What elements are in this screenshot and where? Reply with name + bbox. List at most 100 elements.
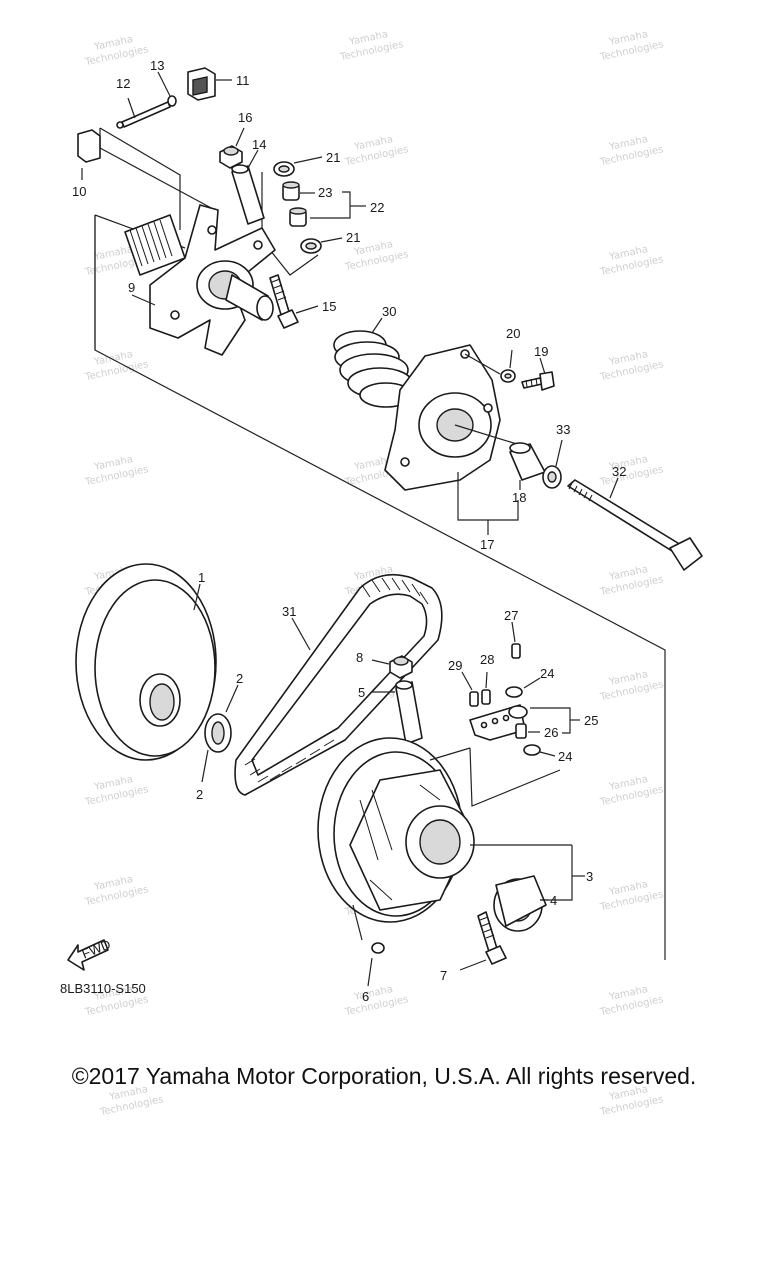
- part-2-bushing: [201, 684, 239, 783]
- label-part-24: 24: [540, 666, 554, 681]
- label-part-9: 9: [128, 280, 135, 295]
- part-30-spring: [333, 317, 413, 408]
- part-10-block: [77, 129, 101, 180]
- part-25-bracket: [469, 704, 528, 741]
- part-18-bushing: [509, 442, 546, 490]
- label-part-21: 21: [346, 230, 360, 245]
- part-12-pin: [116, 97, 171, 129]
- diagram-code: 8LB3110-S150: [60, 981, 146, 996]
- label-part-20: 20: [506, 326, 520, 341]
- label-part-27: 27: [504, 608, 518, 623]
- label-part-21: 21: [326, 150, 340, 165]
- part-33-washer: [542, 439, 563, 489]
- part-21-washer-upper: [273, 156, 323, 177]
- fwd-label: FWD: [80, 936, 113, 961]
- part-labels: 1 2 2 3 4 5 6 7 8 9 10 11 12 13 14 15 16…: [72, 58, 626, 1004]
- label-part-19: 19: [534, 344, 548, 359]
- label-part-32: 32: [612, 464, 626, 479]
- part-16-nut: [219, 127, 245, 169]
- part-15-bolt: [269, 274, 319, 329]
- part-17-housing: [384, 344, 521, 491]
- part-27-pin: [511, 621, 521, 659]
- part-26-bushing: [515, 723, 540, 739]
- part-6-pin: [352, 904, 385, 987]
- label-part-4: 4: [550, 893, 557, 908]
- part-9-spider-hub: [124, 204, 276, 356]
- part-7-bolt: [459, 911, 507, 971]
- outline-bracket-right: [469, 747, 561, 807]
- label-part-23: 23: [318, 185, 332, 200]
- part-4-bushing: [493, 875, 548, 932]
- label-part-6: 6: [362, 989, 369, 1004]
- label-part-16: 16: [238, 110, 252, 125]
- label-part-8: 8: [356, 650, 363, 665]
- label-part-5: 5: [358, 685, 365, 700]
- label-part-12: 12: [116, 76, 130, 91]
- copyright-notice: ©2017 Yamaha Motor Corporation, U.S.A. A…: [71, 1063, 697, 1089]
- part-20-washer: [500, 349, 516, 383]
- part-23-bushing: [282, 181, 315, 201]
- bracket-3: [540, 845, 573, 901]
- part-5-sleeve: [372, 680, 423, 745]
- label-part-3: 3: [586, 869, 593, 884]
- label-part-22: 22: [370, 200, 384, 215]
- label-part-24: 24: [558, 749, 572, 764]
- label-part-15: 15: [322, 299, 336, 314]
- label-part-18: 18: [512, 490, 526, 505]
- bracket-22: [310, 191, 351, 219]
- label-part-10: 10: [72, 184, 86, 199]
- label-part-30: 30: [382, 304, 396, 319]
- label-part-7: 7: [440, 968, 447, 983]
- part-32-long-bolt: [567, 477, 703, 571]
- part-28-pin: [481, 671, 491, 705]
- label-part-25: 25: [584, 713, 598, 728]
- label-part-2: 2: [196, 787, 203, 802]
- label-part-17: 17: [480, 537, 494, 552]
- part-24-washer-upper: [505, 677, 541, 698]
- label-part-33: 33: [556, 422, 570, 437]
- part-11-block: [187, 67, 232, 101]
- part-14-sleeve: [231, 149, 265, 225]
- label-part-13: 13: [150, 58, 164, 73]
- part-13-ring: [167, 95, 177, 107]
- label-part-14: 14: [252, 137, 266, 152]
- label-part-26: 26: [544, 725, 558, 740]
- label-part-29: 29: [448, 658, 462, 673]
- part-22-bushing: [289, 207, 307, 227]
- part-3-movable-sheave: [317, 737, 572, 923]
- part-19-bolt: [521, 357, 555, 391]
- label-part-2: 2: [236, 671, 243, 686]
- label-part-28: 28: [480, 652, 494, 667]
- label-part-31: 31: [282, 604, 296, 619]
- label-part-1: 1: [198, 570, 205, 585]
- part-21-washer-lower: [300, 237, 343, 254]
- part-24-washer-lower: [523, 744, 556, 757]
- part-1-fixed-sheave: [75, 563, 217, 761]
- part-29-pin: [461, 671, 479, 707]
- bracket-17: [457, 472, 519, 521]
- fwd-arrow-icon: FWD: [67, 936, 113, 971]
- label-part-11: 11: [236, 73, 250, 88]
- part-8-nut: [371, 655, 413, 679]
- part-31-belt: [234, 573, 443, 796]
